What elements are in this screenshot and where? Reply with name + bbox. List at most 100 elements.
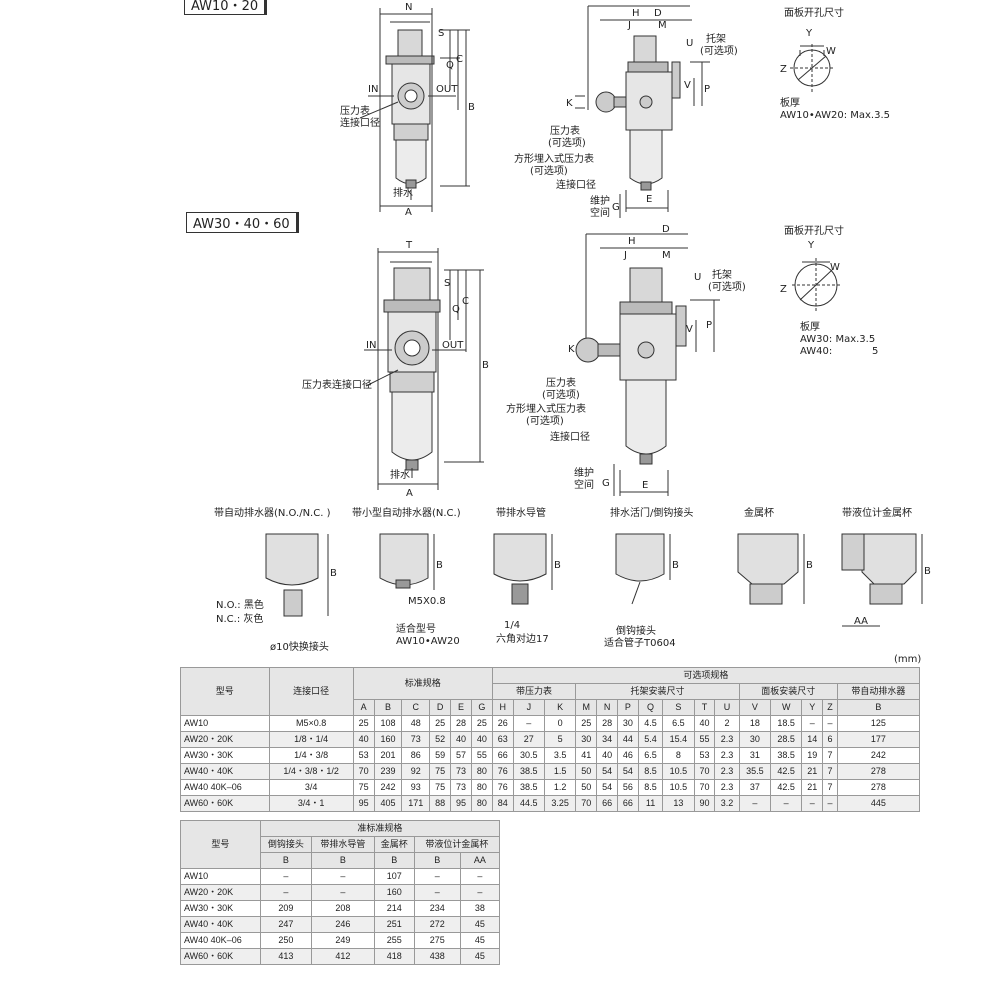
th-col: K — [543, 699, 577, 716]
dim-q-mid: Q — [452, 304, 460, 315]
cell-value: 2.3 — [714, 763, 740, 780]
cell-value: 53 — [693, 747, 716, 764]
cell-value: 275 — [413, 932, 461, 949]
cell-value: 34 — [596, 731, 618, 748]
opt-tube-b: B — [554, 560, 561, 571]
dim-e: E — [646, 194, 653, 205]
dim-u: U — [686, 38, 694, 49]
cell-value: – — [801, 715, 824, 732]
cell-value: 278 — [836, 779, 921, 796]
cell-value: 54 — [596, 779, 618, 796]
th-gauge: 带压力表 — [491, 683, 577, 700]
cell-value: – — [459, 884, 501, 901]
label-maint-mid: 维护 — [574, 468, 594, 479]
cell-value: – — [770, 795, 803, 812]
th2-sub: B — [413, 852, 461, 869]
cell-value: 209 — [259, 900, 313, 917]
cell-value: – — [311, 868, 375, 885]
th2-sub: B — [259, 852, 313, 869]
dim-w: W — [826, 46, 836, 57]
cell-value: 44 — [617, 731, 639, 748]
cell-value: 56 — [617, 779, 639, 796]
cell-value: 438 — [413, 948, 461, 965]
th-auto: 带自动排水器 — [836, 683, 921, 700]
top-front-view — [359, 8, 470, 212]
label-bracket-mid: 托架 — [712, 270, 732, 281]
cell-value: 10.5 — [662, 763, 695, 780]
opt-fit-models: AW10•AW20 — [396, 636, 460, 647]
opt-level-b: B — [924, 566, 931, 577]
cell-value: 413 — [259, 948, 313, 965]
panel-cut-top — [790, 44, 834, 92]
cell-model: AW30・30K — [180, 747, 270, 764]
cell-value: 28.5 — [770, 731, 803, 748]
label-gauge: 压力表 — [550, 126, 580, 137]
opt-auto-drain: 带自动排水器(N.O./N.C. ) — [214, 508, 331, 519]
dim-y-mid: Y — [808, 240, 815, 251]
cell-value: 54 — [596, 763, 618, 780]
dim-a-mid: A — [406, 488, 413, 499]
cell-value: 21 — [801, 779, 824, 796]
cell-value: – — [512, 715, 545, 732]
section-title-aw30-40-60: AW30・40・60 — [186, 212, 299, 233]
label-square-gauge: 方形埋入式压力表 — [514, 154, 594, 165]
cell-value: 28 — [596, 715, 618, 732]
th-opt: 可选项规格 — [491, 667, 921, 684]
th-col: B — [836, 699, 921, 716]
cell-value: 86 — [401, 747, 431, 764]
th-col: V — [738, 699, 772, 716]
label-out: OUT — [436, 84, 458, 95]
cell-value: 1.5 — [543, 763, 577, 780]
cell-value: – — [801, 795, 824, 812]
cell-model: AW60・60K — [180, 948, 261, 965]
label-gauge-opt: (可选项) — [548, 138, 586, 149]
cell-value: 84 — [491, 795, 514, 812]
cell-value: 42.5 — [770, 779, 803, 796]
label-mid-gauge-port: 压力表连接口径 — [302, 380, 372, 391]
cell-value: – — [413, 868, 461, 885]
dim-h-mid: H — [628, 236, 636, 247]
dim-m-mid: M — [662, 250, 671, 261]
cell-value: 28 — [450, 715, 472, 732]
cell-value: 27 — [512, 731, 545, 748]
th-std: 标准规格 — [352, 667, 493, 700]
th2-barb: 倒钩接头 — [259, 836, 313, 853]
section-title-aw10-20: AW10・20 — [184, 0, 268, 15]
th-col: B — [373, 699, 403, 716]
cell-value: 55 — [470, 747, 493, 764]
cell-value: 2.3 — [714, 779, 740, 796]
label-thickness-mid: 板厚 — [800, 322, 820, 333]
cell-value: 88 — [429, 795, 452, 812]
opt-mini-drain: 带小型自动排水器(N.C.) — [352, 508, 461, 519]
cell-value: 21 — [801, 763, 824, 780]
th-col: W — [770, 699, 803, 716]
cell-value: 35.5 — [738, 763, 772, 780]
dim-z: Z — [780, 64, 787, 75]
label-maint: 维护 — [590, 196, 610, 207]
cell-value: 73 — [450, 779, 472, 796]
dim-v-mid: V — [686, 324, 693, 335]
label-panel-cut-mid: 面板开孔尺寸 — [784, 226, 844, 237]
label-bracket-opt-mid: (可选项) — [708, 282, 746, 293]
cell-value: 90 — [693, 795, 716, 812]
cell-value: 52 — [429, 731, 452, 748]
cell-value: 70 — [693, 763, 716, 780]
label-aw40: AW40: — [800, 346, 833, 357]
label-square-opt: (可选项) — [530, 166, 568, 177]
cell-model: AW20・20K — [180, 731, 270, 748]
cell-value: 25 — [470, 715, 493, 732]
cell-port: 3/4 — [268, 779, 354, 796]
th-port: 连接口径 — [268, 667, 354, 716]
cell-model: AW20・20K — [180, 884, 261, 901]
table-row: AW20・20K––160–– — [180, 884, 501, 901]
dim-m: M — [658, 20, 667, 31]
th2-metal: 金属杯 — [373, 836, 415, 853]
cell-value: 6 — [822, 731, 838, 748]
cell-value: 80 — [470, 779, 493, 796]
dim-b-mid: B — [482, 360, 489, 371]
cell-value: 73 — [401, 731, 431, 748]
label-panel-cut: 面板开孔尺寸 — [784, 8, 844, 19]
